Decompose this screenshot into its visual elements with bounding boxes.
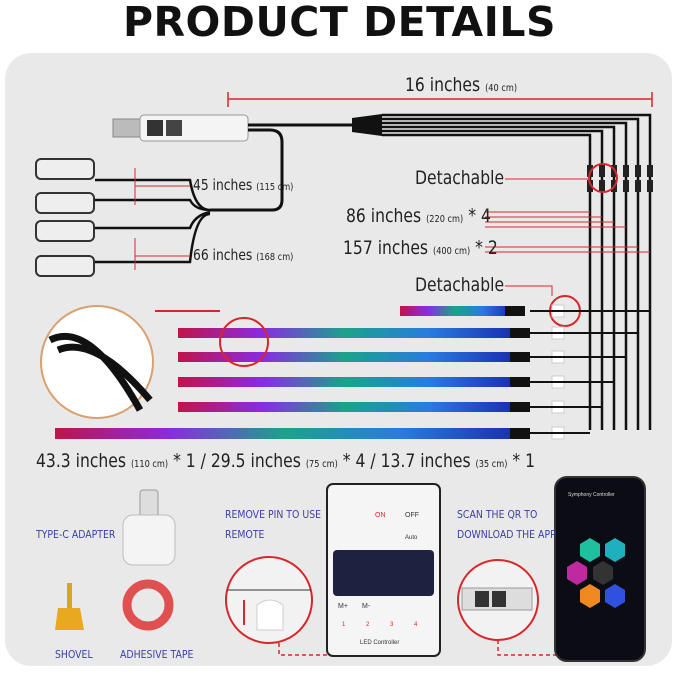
main-cable-length: 16 inches (40 cm) (405, 74, 518, 96)
adhesive-tape-image (122, 579, 174, 631)
detachable-callout-circle (588, 163, 618, 193)
page-title: PRODUCT DETAILS (122, 0, 557, 46)
led-strip-29in (178, 402, 513, 412)
led-strip-29in (178, 352, 513, 362)
length-callout-lines (485, 211, 650, 253)
phone-app-image (554, 476, 646, 662)
led-strip-29in (178, 328, 513, 338)
qr-code (147, 120, 163, 136)
adapter-label: TYPE-C ADAPTER (36, 528, 116, 541)
type-c-adapter-image (122, 489, 176, 566)
cable-86-length: 86 inches (220 cm) * 4 (346, 205, 491, 227)
led-strip-43in (55, 428, 515, 439)
remote-note-line1: REMOVE PIN TO USE (225, 508, 322, 521)
strip-lengths: 43.3 inches (110 cm) * 1 / 29.5 inches (… (36, 450, 536, 472)
usb-controller (112, 114, 249, 142)
led-strip-29in (178, 377, 513, 387)
shovel-label: SHOVEL (55, 648, 93, 661)
tape-label: ADHESIVE TAPE (120, 648, 194, 661)
remote-button-2: 2 (366, 622, 370, 628)
cable-157-length: 157 inches (400 cm) * 2 (343, 237, 498, 259)
main-cable (210, 123, 355, 212)
remote-button-4: 4 (414, 622, 418, 628)
remote-brand-label: LED Controller (360, 640, 400, 646)
strip-closeup (40, 305, 154, 419)
remote-m-plus-button: M+ (338, 603, 348, 610)
remote-button-3: 3 (390, 622, 394, 628)
remote-off-button: OFF (405, 512, 419, 519)
detachable-label-bottom: Detachable (415, 274, 505, 296)
remote-button-1: 1 (342, 622, 346, 628)
led-strip-13in (400, 306, 510, 316)
qr-code (166, 120, 182, 136)
detachable-label-top: Detachable (415, 167, 505, 189)
remote-on-button: ON (375, 512, 386, 519)
zoom-callout-circle (219, 317, 269, 367)
shovel-image (55, 583, 84, 630)
led-pods (35, 158, 211, 277)
remote-note-line2: REMOTE (225, 528, 265, 541)
app-note-line2: DOWNLOAD THE APP (457, 528, 556, 541)
app-title: Symphony Controller (568, 492, 615, 498)
remote-control-image (326, 483, 441, 657)
cable-45-length: 45 inches (115 cm) (193, 176, 294, 194)
splitter (352, 114, 382, 136)
callout-line (505, 285, 553, 296)
led-strips (55, 304, 650, 440)
cable-66-length: 66 inches (168 cm) (193, 246, 294, 264)
app-note-line1: SCAN THE QR TO (457, 508, 538, 521)
usb-qr-closeup (457, 559, 539, 641)
dimension-line-16in (227, 92, 653, 107)
pin-closeup (225, 556, 313, 644)
remote-auto-button: Auto (405, 535, 418, 541)
output-wires (382, 113, 652, 430)
remote-m-minus-button: M- (362, 603, 371, 610)
connectors (587, 165, 653, 192)
